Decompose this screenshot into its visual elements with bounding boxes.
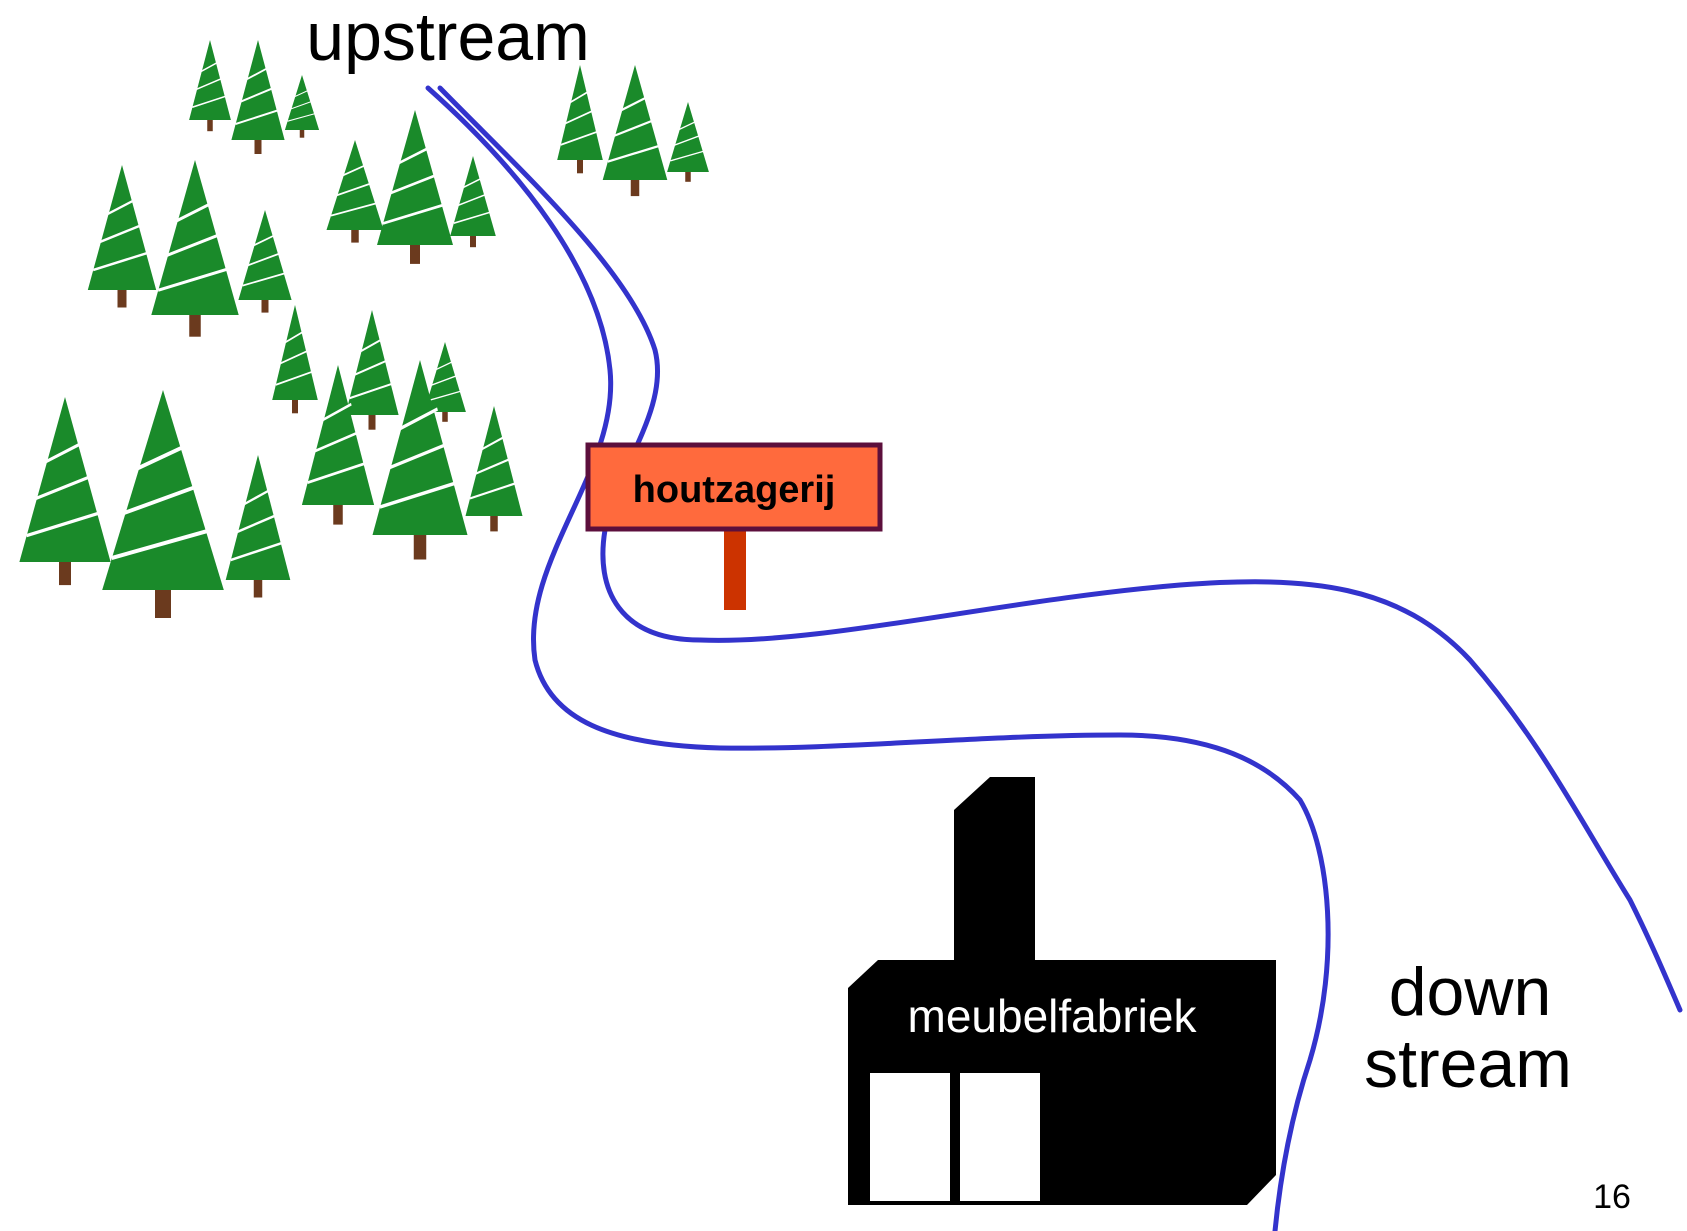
pine-tree-icon bbox=[556, 64, 604, 175]
factory-chimney bbox=[954, 777, 1035, 960]
pine-tree-icon bbox=[375, 108, 455, 266]
downstream-label-line2: stream bbox=[1364, 1026, 1572, 1102]
pine-tree-icon bbox=[325, 139, 385, 244]
pine-tree-icon bbox=[86, 163, 158, 309]
pine-tree-icon bbox=[464, 404, 524, 533]
sawmill-label: houtzagerij bbox=[633, 469, 836, 511]
factory-building bbox=[848, 960, 1276, 1205]
factory-icon: meubelfabriek bbox=[848, 777, 1276, 1205]
pine-tree-icon bbox=[100, 388, 226, 620]
pine-tree-icon bbox=[188, 39, 232, 132]
pine-tree-icon bbox=[17, 395, 113, 587]
pine-tree-icon bbox=[284, 74, 320, 139]
pine-tree-icon bbox=[666, 101, 710, 183]
river bbox=[425, 85, 1683, 1231]
pine-tree-icon bbox=[149, 158, 241, 339]
factory-window bbox=[870, 1073, 950, 1201]
pine-tree-icon bbox=[601, 63, 669, 198]
pine-tree-icon bbox=[449, 155, 497, 248]
sign-post bbox=[724, 530, 746, 610]
river-right-branch bbox=[437, 85, 1683, 1013]
pine-tree-icon bbox=[230, 39, 286, 155]
factory-label: meubelfabriek bbox=[908, 990, 1198, 1042]
sawmill-sign-icon: houtzagerij bbox=[585, 442, 883, 610]
sign-board bbox=[585, 442, 883, 532]
river-left-branch bbox=[425, 85, 1331, 1231]
pine-tree-icon bbox=[344, 308, 400, 431]
page-number: 16 bbox=[1593, 1178, 1631, 1216]
pine-tree-icon bbox=[237, 209, 293, 314]
pine-tree-icon bbox=[224, 453, 292, 599]
pine-tree-icon bbox=[271, 304, 319, 415]
factory-window bbox=[960, 1073, 1040, 1201]
upstream-label: upstream bbox=[306, 0, 589, 75]
downstream-label-line1: down bbox=[1389, 954, 1552, 1030]
